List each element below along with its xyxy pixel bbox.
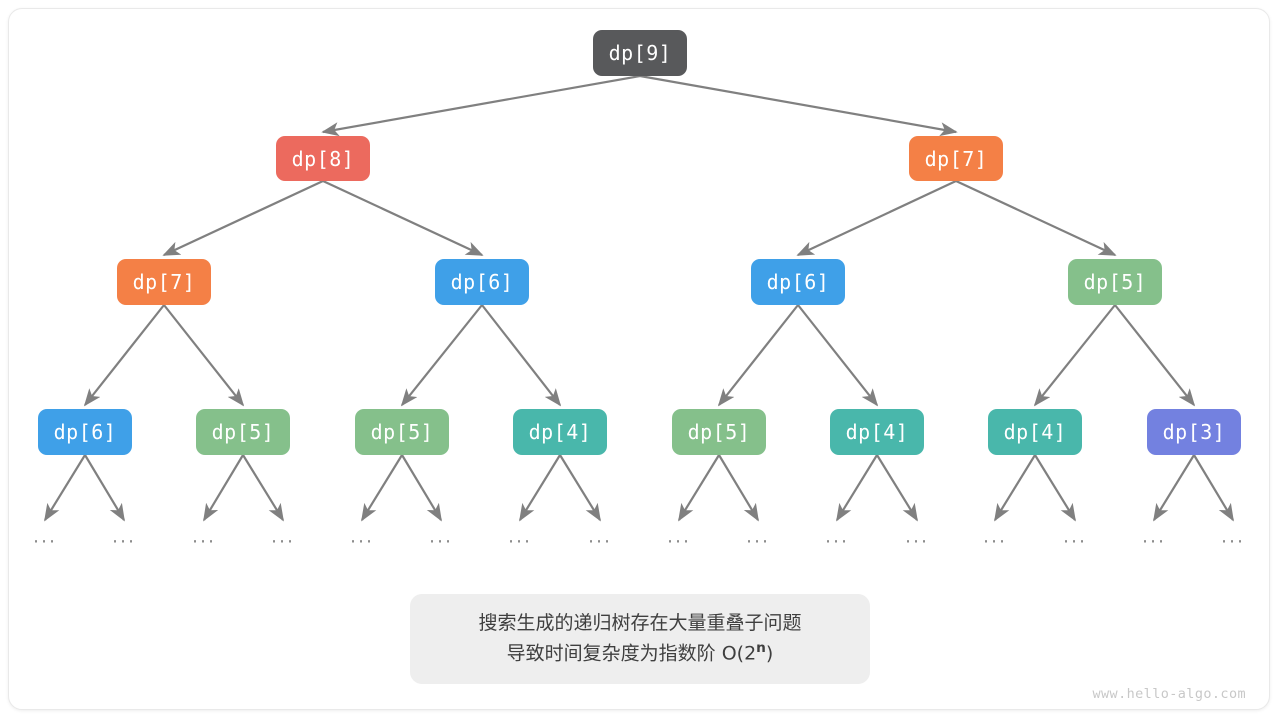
tree-node-dp-5: dp[5] bbox=[196, 409, 290, 455]
caption-box: 搜索生成的递归树存在大量重叠子问题 导致时间复杂度为指数阶 O(2n) bbox=[410, 594, 870, 684]
tree-node-dp-4: dp[4] bbox=[830, 409, 924, 455]
caption-line-2-suffix: ) bbox=[765, 642, 774, 665]
caption-line-2: 导致时间复杂度为指数阶 O(2n) bbox=[507, 638, 774, 669]
tree-ellipsis: ... bbox=[745, 525, 771, 548]
tree-node-dp-8: dp[8] bbox=[276, 136, 370, 181]
watermark: www.hello-algo.com bbox=[1092, 686, 1246, 702]
caption-line-2-prefix: 导致时间复杂度为指数阶 O(2 bbox=[506, 642, 757, 665]
tree-ellipsis: ... bbox=[1141, 525, 1167, 548]
tree-node-dp-4: dp[4] bbox=[513, 409, 607, 455]
tree-node-dp-3: dp[3] bbox=[1147, 409, 1241, 455]
tree-node-dp-6: dp[6] bbox=[38, 409, 132, 455]
tree-node-dp-7: dp[7] bbox=[909, 136, 1003, 181]
tree-node-dp-9: dp[9] bbox=[593, 30, 687, 76]
tree-ellipsis: ... bbox=[349, 525, 375, 548]
tree-ellipsis: ... bbox=[111, 525, 137, 548]
tree-ellipsis: ... bbox=[191, 525, 217, 548]
caption-line-2-superscript: n bbox=[756, 640, 766, 657]
tree-ellipsis: ... bbox=[1220, 525, 1246, 548]
tree-node-dp-4: dp[4] bbox=[988, 409, 1082, 455]
tree-node-dp-6: dp[6] bbox=[751, 259, 845, 305]
tree-ellipsis: ... bbox=[904, 525, 930, 548]
tree-ellipsis: ... bbox=[1062, 525, 1088, 548]
tree-ellipsis: ... bbox=[666, 525, 692, 548]
tree-ellipsis: ... bbox=[824, 525, 850, 548]
tree-node-dp-7: dp[7] bbox=[117, 259, 211, 305]
tree-node-dp-6: dp[6] bbox=[435, 259, 529, 305]
tree-node-dp-5: dp[5] bbox=[1068, 259, 1162, 305]
tree-ellipsis: ... bbox=[587, 525, 613, 548]
tree-ellipsis: ... bbox=[32, 525, 58, 548]
caption-line-1: 搜索生成的递归树存在大量重叠子问题 bbox=[478, 611, 802, 634]
tree-node-dp-5: dp[5] bbox=[672, 409, 766, 455]
tree-ellipsis: ... bbox=[270, 525, 296, 548]
tree-ellipsis: ... bbox=[507, 525, 533, 548]
tree-ellipsis: ... bbox=[428, 525, 454, 548]
tree-node-dp-5: dp[5] bbox=[355, 409, 449, 455]
tree-ellipsis: ... bbox=[982, 525, 1008, 548]
